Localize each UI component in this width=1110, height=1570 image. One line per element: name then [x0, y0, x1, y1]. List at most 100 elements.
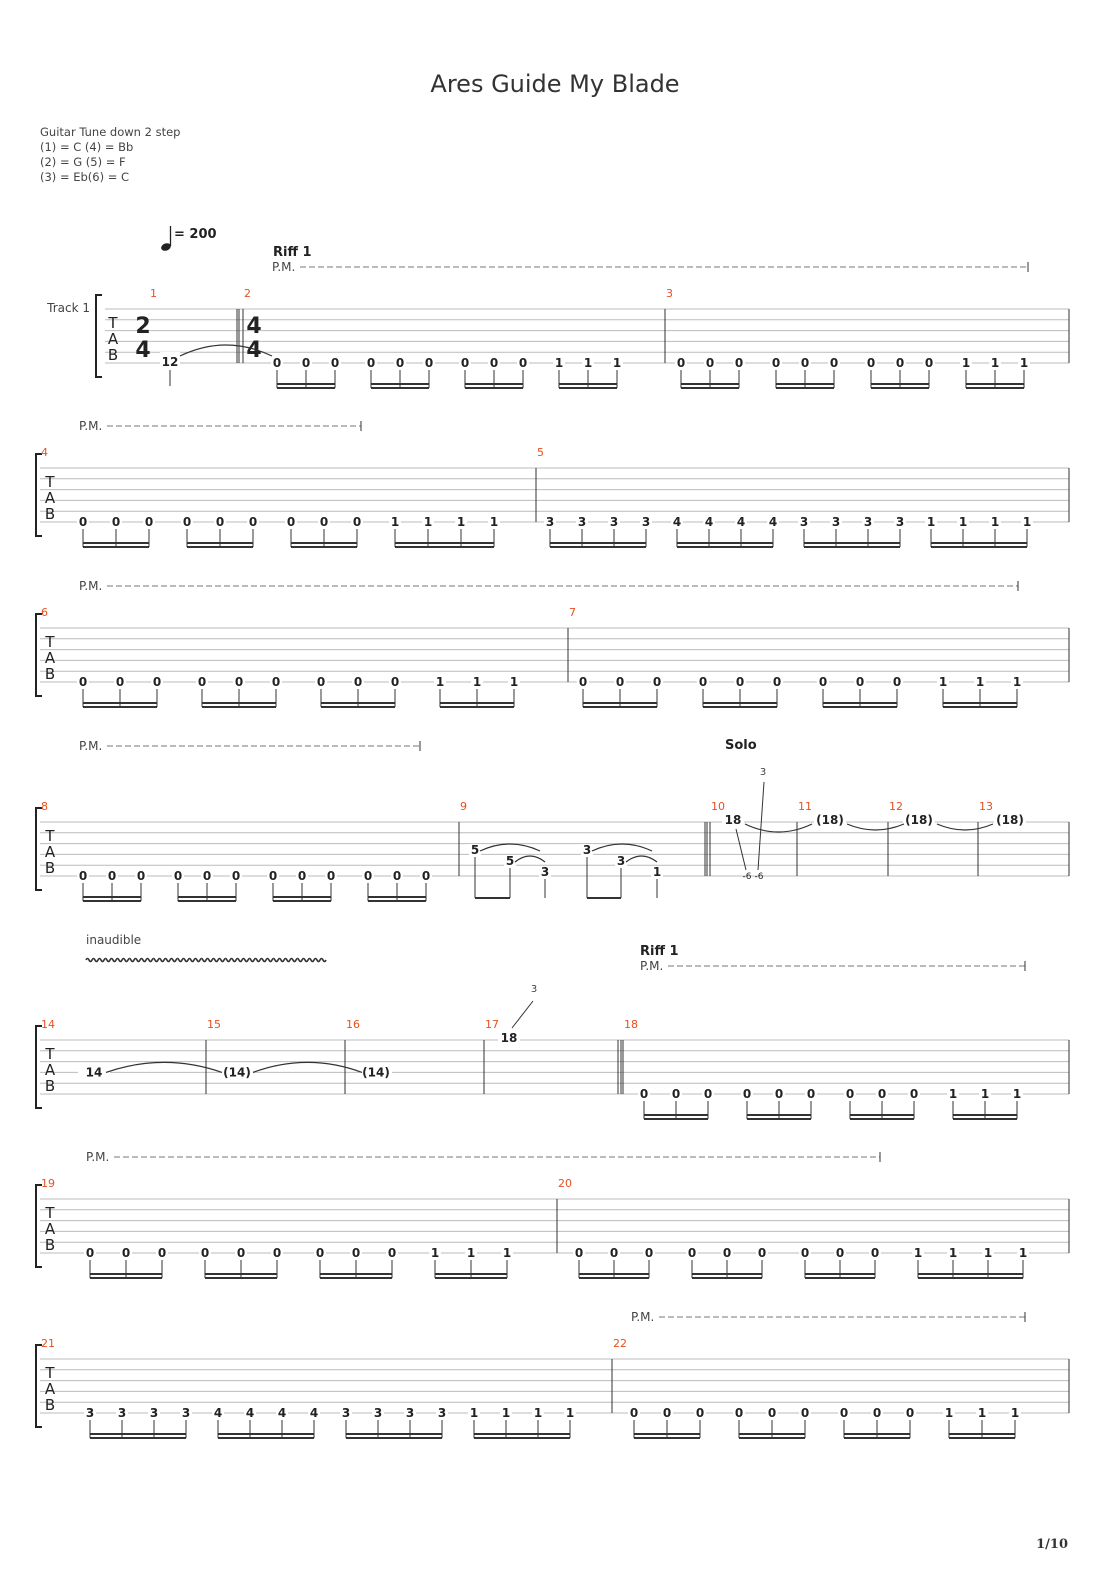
fret-number: 1	[502, 1406, 510, 1420]
fret-number: 3	[800, 515, 808, 529]
fret-mask	[77, 516, 89, 528]
tab-clef-letter: A	[45, 1220, 56, 1238]
fret-number: 0	[232, 869, 240, 883]
bar-number: 21	[41, 1337, 55, 1350]
fret-number: 0	[269, 869, 277, 883]
fret-number: 0	[653, 675, 661, 689]
fret-number: 0	[145, 515, 153, 529]
fret-mask	[285, 516, 297, 528]
fret-number: 1	[490, 515, 498, 529]
note-stem	[757, 781, 765, 871]
fret-number: 0	[873, 1406, 881, 1420]
tab-clef-letter: T	[44, 633, 55, 651]
fret-mask	[247, 516, 259, 528]
fret-mask	[871, 1407, 883, 1419]
fret-mask	[372, 1407, 384, 1419]
fret-mask	[488, 516, 500, 528]
bar-number: 12	[889, 800, 903, 813]
bar-number: 16	[346, 1018, 360, 1031]
fret-mask	[670, 1088, 682, 1100]
fret-number: 0	[735, 1406, 743, 1420]
fret-number: 1	[436, 675, 444, 689]
fret-number: 3	[374, 1406, 382, 1420]
tab-clef-letter: B	[45, 505, 55, 523]
fret-mask	[78, 1066, 110, 1079]
fret-number: 0	[856, 675, 864, 689]
fret-number: 3	[342, 1406, 350, 1420]
tab-clef-letter: B	[45, 1236, 55, 1254]
fret-number: 0	[630, 1406, 638, 1420]
bar-number: 7	[569, 606, 576, 619]
note-stem	[735, 828, 747, 871]
fret-number: 0	[354, 675, 362, 689]
fret-number: 0	[302, 356, 310, 370]
bar-number: 1	[150, 287, 157, 300]
fret-number: 0	[203, 869, 211, 883]
fret-mask	[362, 870, 374, 882]
fret-mask	[814, 812, 846, 824]
fret-number: 0	[353, 515, 361, 529]
fret-mask	[798, 516, 810, 528]
fret-mask	[235, 1247, 247, 1259]
system-bracket	[35, 807, 42, 891]
fret-number: 0	[174, 869, 182, 883]
fret-mask	[640, 516, 652, 528]
fret-number: 0	[201, 1246, 209, 1260]
fret-mask	[196, 676, 208, 688]
fret-number: 0	[867, 356, 875, 370]
palm-mute-label: P.M.	[79, 579, 102, 593]
fret-mask	[271, 1247, 283, 1259]
tab-clef-letter: A	[45, 1380, 56, 1398]
fret-mask	[244, 1407, 256, 1419]
fret-number: 0	[273, 1246, 281, 1260]
fret-mask	[233, 676, 245, 688]
fret-number: 1	[1019, 1246, 1027, 1260]
fret-mask	[1009, 1407, 1021, 1419]
fret-mask	[943, 1407, 955, 1419]
time-signature: 2	[135, 314, 150, 339]
fret-number: 3	[182, 1406, 190, 1420]
bar-number: 18	[624, 1018, 638, 1031]
fret-mask	[734, 676, 746, 688]
fret-number: 1	[653, 865, 661, 879]
tie-arc	[744, 823, 813, 833]
fret-mask	[532, 1407, 544, 1419]
fret-number: 0	[108, 869, 116, 883]
tab-clef-letter: B	[45, 859, 55, 877]
tab-clef-letter: B	[45, 665, 55, 683]
fret-mask	[686, 1247, 698, 1259]
fret-number: 1	[939, 675, 947, 689]
fret-mask	[351, 516, 363, 528]
fret-mask	[947, 1247, 959, 1259]
fret-mask	[365, 357, 377, 369]
bar-number: 3	[666, 287, 673, 300]
fret-mask	[296, 870, 308, 882]
tuning-line: (3) = Eb(6) = C	[40, 170, 130, 184]
fret-number: 0	[461, 356, 469, 370]
fret-number: 0	[773, 675, 781, 689]
fret-mask	[77, 676, 89, 688]
fret-mask	[201, 870, 213, 882]
fret-number: 3	[864, 515, 872, 529]
fret-number: 0	[327, 869, 335, 883]
fret-mask	[974, 676, 986, 688]
fret-number: 0	[801, 356, 809, 370]
fret-mask	[230, 870, 242, 882]
fret-number: 1	[945, 1406, 953, 1420]
fret-number: 1	[613, 356, 621, 370]
fret-number: (14)	[362, 1065, 390, 1079]
fret-mask	[817, 676, 829, 688]
fret-mask	[389, 676, 401, 688]
fret-number: 4	[769, 515, 777, 529]
tab-clef-letter: T	[44, 1204, 55, 1222]
fret-mask	[329, 357, 341, 369]
fret-mask	[199, 1247, 211, 1259]
fret-mask	[608, 1247, 620, 1259]
fret-number: 0	[775, 1087, 783, 1101]
fret-mask	[1018, 357, 1030, 369]
fret-mask	[350, 1247, 362, 1259]
fret-number: 0	[616, 675, 624, 689]
tab-clef-letter: B	[45, 1396, 55, 1414]
bar-number: 4	[41, 446, 48, 459]
tab-clef-letter: B	[45, 1077, 55, 1095]
